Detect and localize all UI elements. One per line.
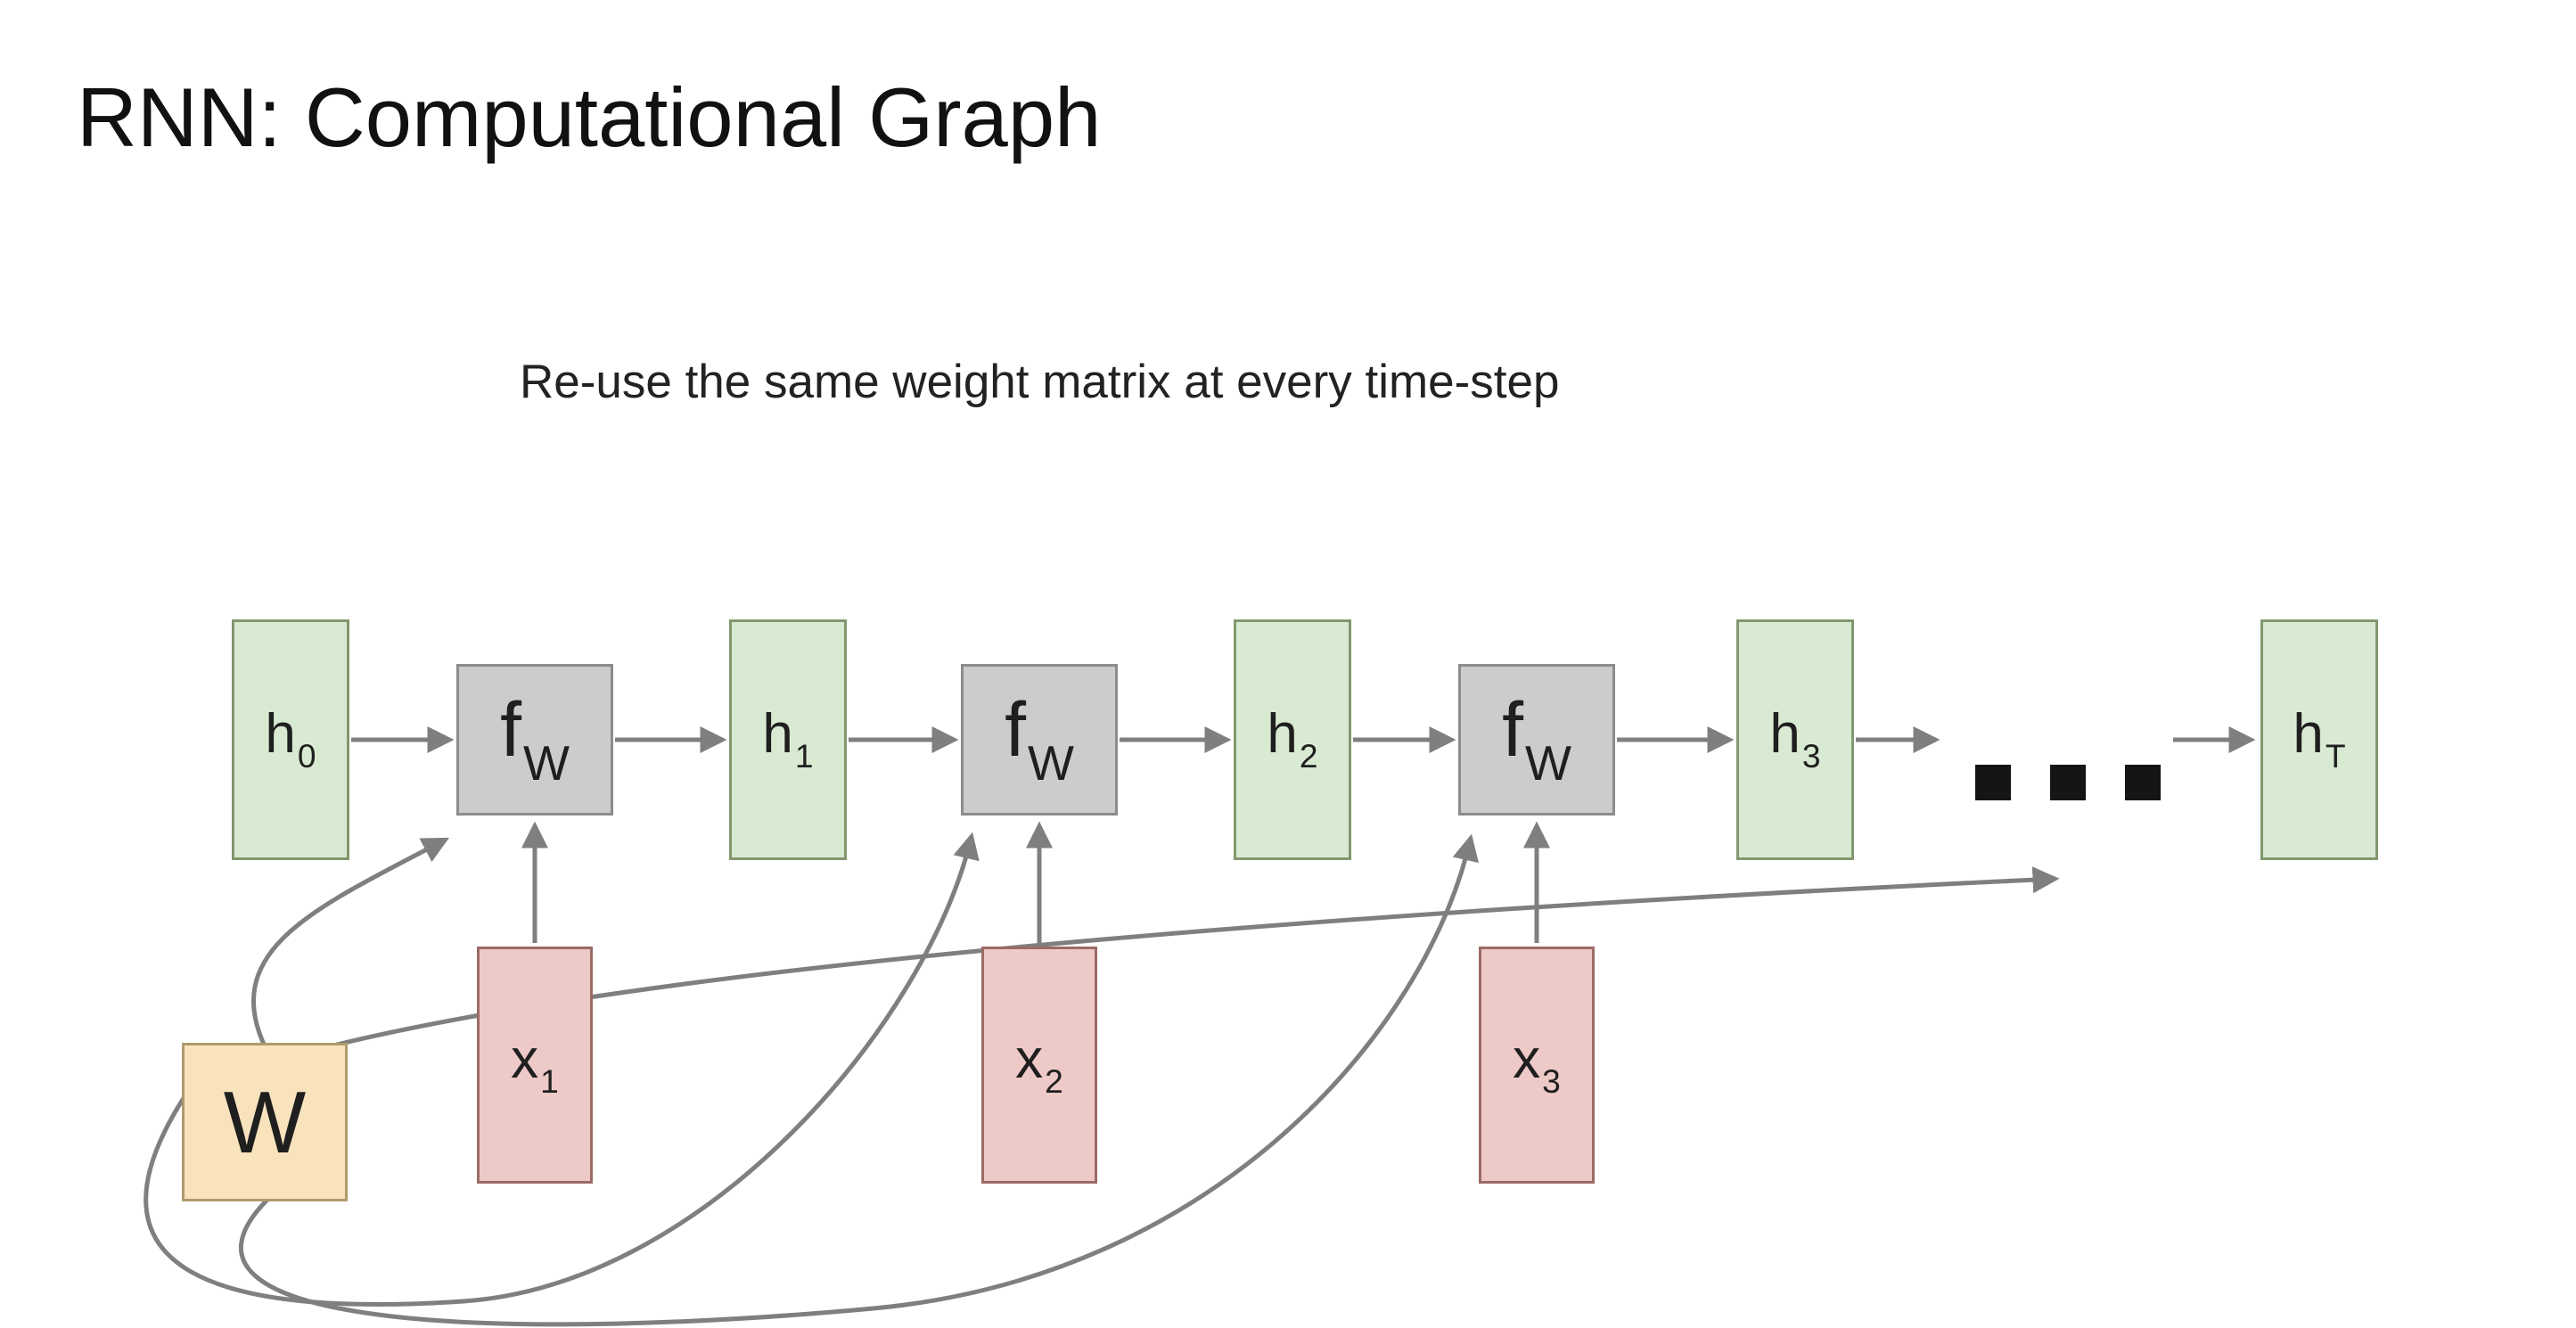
- hidden-state-node-h3: h3: [1736, 619, 1854, 860]
- node-label-base: f: [500, 686, 521, 773]
- node-label-subscript: 2: [1045, 1062, 1063, 1100]
- node-label-subscript: 1: [540, 1062, 559, 1100]
- function-node-fw1: fW: [456, 664, 613, 816]
- node-label: x1: [511, 1032, 559, 1098]
- node-label-subscript: W: [1524, 735, 1571, 791]
- arrow-w-to-fw3: [239, 833, 1479, 1327]
- node-label: fW: [1502, 692, 1571, 789]
- node-label-subscript: W: [522, 735, 570, 791]
- node-label-base: x: [1015, 1029, 1044, 1091]
- function-node-fw3: fW: [1458, 664, 1615, 816]
- arrow-w-to-fw1: [251, 837, 449, 1050]
- ellipsis-dot: [2125, 765, 2161, 800]
- node-label-subscript: 1: [794, 736, 814, 775]
- function-node-fw2: fW: [961, 664, 1118, 816]
- node-label-subscript: 2: [1299, 736, 1318, 775]
- ellipsis-dot: [2050, 765, 2086, 800]
- node-label-subscript: 0: [297, 736, 316, 775]
- hidden-state-node-h1: h1: [729, 619, 847, 860]
- input-node-x3: x3: [1479, 947, 1595, 1184]
- node-label-subscript: T: [2325, 736, 2346, 775]
- node-label-base: h: [1267, 703, 1298, 766]
- hidden-state-node-h2: h2: [1234, 619, 1351, 860]
- node-label-base: h: [762, 703, 793, 766]
- arrow-w-to-fw2: [144, 832, 980, 1307]
- node-label-subscript: 3: [1542, 1062, 1561, 1100]
- node-label: fW: [500, 692, 570, 789]
- node-label-base: h: [1769, 703, 1801, 766]
- node-label-base: f: [1502, 686, 1523, 773]
- node-label: h2: [1267, 707, 1317, 773]
- slide-title: RNN: Computational Graph: [77, 70, 1102, 164]
- node-label: h3: [1769, 707, 1820, 773]
- node-label-base: h: [265, 703, 296, 766]
- input-node-x2: x2: [981, 947, 1097, 1184]
- node-label: h0: [265, 707, 316, 773]
- node-label-base: h: [2293, 703, 2324, 766]
- node-label: W: [224, 1078, 307, 1166]
- node-label-base: x: [1513, 1029, 1541, 1091]
- node-label: hT: [2293, 707, 2345, 773]
- node-label-base: f: [1005, 686, 1026, 773]
- hidden-state-node-h0: h0: [232, 619, 349, 860]
- node-label: fW: [1005, 692, 1074, 789]
- node-label-subscript: 3: [1801, 736, 1821, 775]
- node-label-base: W: [223, 1073, 307, 1171]
- input-node-x1: x1: [477, 947, 593, 1184]
- ellipsis-dot: [1975, 765, 2011, 800]
- node-label-base: x: [511, 1029, 539, 1091]
- ellipsis: [1975, 765, 2161, 800]
- weight-node-W: W: [182, 1043, 348, 1201]
- slide-subtitle: Re-use the same weight matrix at every t…: [520, 356, 1560, 408]
- node-label: x3: [1513, 1032, 1561, 1098]
- node-label: x2: [1015, 1032, 1063, 1098]
- node-label-subscript: W: [1027, 735, 1074, 791]
- node-label: h1: [762, 707, 813, 773]
- hidden-state-node-hT: hT: [2260, 619, 2378, 860]
